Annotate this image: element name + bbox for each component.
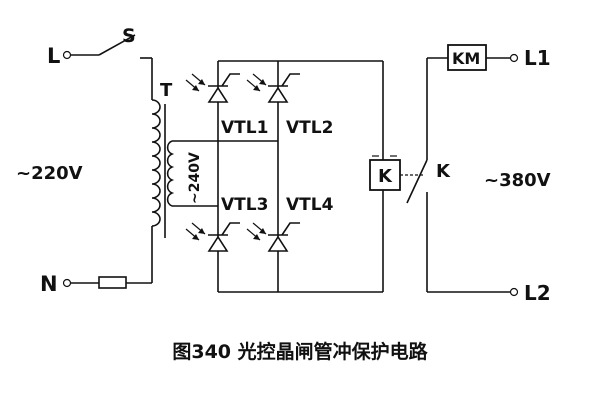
terminal-N [62, 276, 152, 289]
thyristor-vtl2 [246, 73, 300, 103]
transformer-primary [151, 99, 161, 283]
label-contact-k: K [436, 161, 451, 182]
relay-coil-k: K [369, 155, 401, 191]
label-S: S [122, 25, 136, 47]
label-l2: L2 [524, 281, 551, 305]
label-vtl1: VTL1 [221, 118, 268, 138]
label-380v: ~380V [484, 170, 551, 191]
light-arrows-vtl3 [185, 222, 206, 241]
bridge-frame [217, 60, 384, 293]
label-T: T [160, 80, 173, 101]
label-relay-k: K [378, 166, 393, 187]
label-N: N [40, 272, 58, 296]
label-240v: ~240V [187, 152, 203, 204]
thyristor-vtl4 [246, 222, 300, 252]
light-arrows-vtl1 [185, 73, 206, 92]
contact-k [406, 159, 428, 204]
terminal-L [62, 50, 99, 60]
light-arrows-vtl4 [246, 222, 267, 241]
figure-caption: 图340 光控晶闸管冲保护电路 [172, 340, 428, 363]
thyristor-vtl1 [185, 73, 240, 103]
label-km: KM [452, 49, 480, 68]
label-vtl2: VTL2 [286, 118, 333, 138]
label-L: L [47, 44, 60, 68]
terminal-l1 [509, 53, 519, 63]
label-l1: L1 [524, 46, 551, 70]
light-arrows-vtl2 [246, 73, 267, 92]
transformer-secondary [166, 140, 218, 207]
switch-S [98, 34, 153, 100]
fuse [98, 276, 127, 289]
label-vtl4: VTL4 [286, 195, 334, 215]
label-vtl3: VTL3 [221, 195, 268, 215]
label-220v: ~220V [16, 163, 83, 184]
thyristor-vtl3 [185, 222, 240, 252]
terminal-l2 [509, 287, 519, 297]
output-circuit: KM [406, 44, 519, 297]
